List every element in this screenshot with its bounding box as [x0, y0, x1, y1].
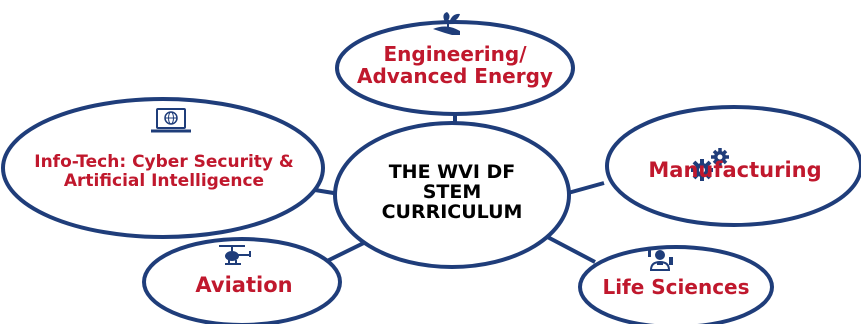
life-sciences-node: Life Sciences — [591, 272, 761, 302]
oval-infotech — [1, 97, 325, 239]
infotech-label-line2: Artificial Intelligence — [63, 171, 265, 191]
infotech-label-line1: Info-Tech: Cyber Security & — [34, 151, 294, 172]
life-sciences-label: Life Sciences — [602, 274, 750, 299]
engineering-label-line1: Engineering/ — [383, 41, 527, 66]
oval-center — [333, 121, 571, 269]
oval-manufacturing — [605, 105, 861, 227]
center-title-line3: CURRICULUM — [381, 200, 523, 223]
oval-engineering — [335, 20, 575, 116]
oval-life-sciences — [578, 245, 774, 324]
scientist-icon — [648, 248, 673, 271]
engineering-label-line2: Advanced Energy — [357, 64, 553, 88]
center-title-line2: STEM — [422, 181, 482, 204]
center-title-line1: THE WVI DF — [388, 161, 516, 184]
seedling-hand-icon — [433, 12, 460, 35]
connector-manufacturing — [567, 181, 605, 195]
manufacturing-label: Manufacturing — [648, 158, 822, 183]
aviation-node: Aviation — [170, 271, 318, 301]
infotech-node: Info-Tech: Cyber Security & Artificial I… — [2, 147, 326, 197]
manufacturing-node: Manufacturing — [622, 156, 848, 186]
helicopter-icon — [219, 245, 251, 265]
laptop-globe-icon — [151, 108, 191, 133]
aviation-label: Aviation — [195, 273, 293, 298]
gears-icon — [691, 148, 729, 181]
center-node: THE WVI DF STEM CURRICULUM — [352, 155, 552, 231]
oval-aviation — [142, 237, 342, 324]
engineering-node: Engineering/ Advanced Energy — [347, 37, 563, 93]
